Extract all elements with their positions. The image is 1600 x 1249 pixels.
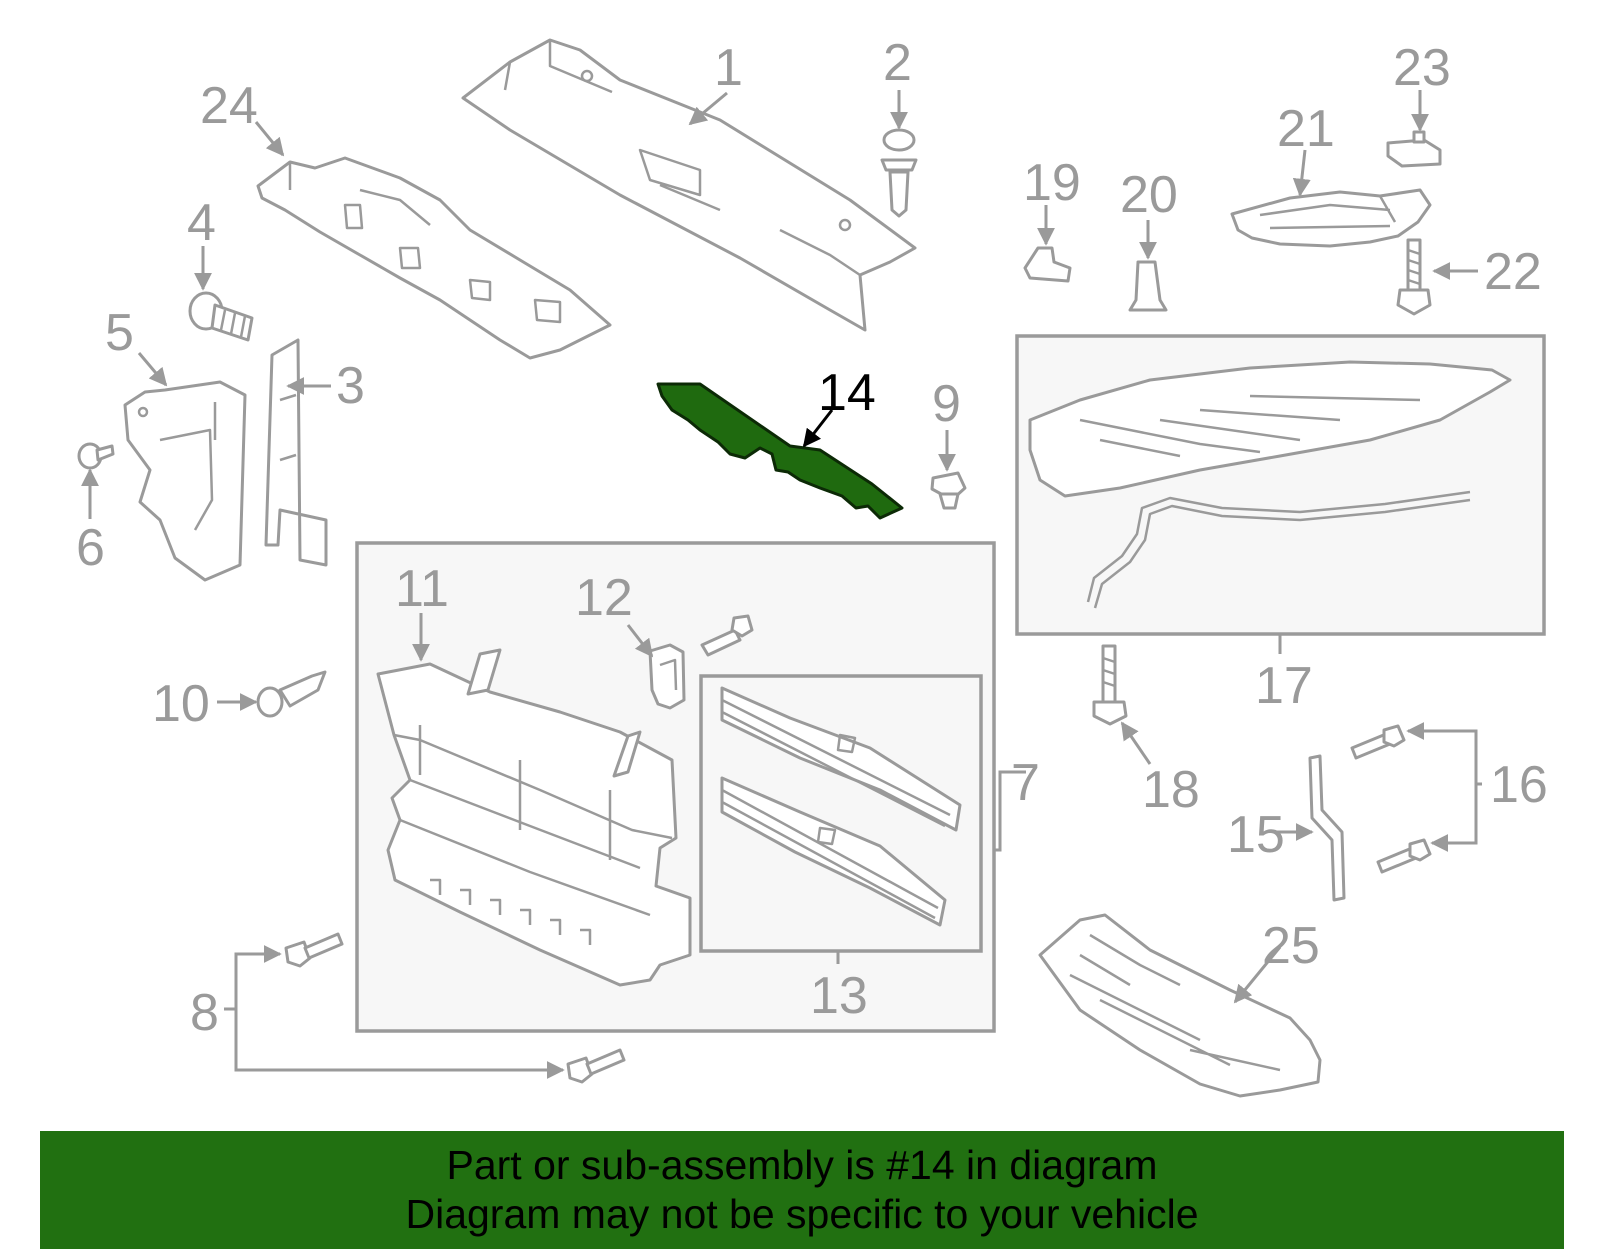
callout-5: 5 [105, 304, 134, 362]
part-13-shutter-blades[interactable] [720, 686, 962, 927]
callout-20: 20 [1120, 166, 1178, 224]
banner-line-1: Part or sub-assembly is #14 in diagram [446, 1142, 1158, 1188]
callout-25: 25 [1262, 917, 1320, 975]
part-5-deflector[interactable] [123, 380, 247, 582]
parts-diagram: 1 2 3 4 5 6 7 8 9 10 11 12 13 14 15 16 1… [76, 34, 1548, 1098]
callout-4: 4 [187, 194, 216, 252]
callout-2: 2 [883, 34, 912, 92]
part-16-bolt-upper[interactable] [1350, 724, 1406, 760]
part-19-clip[interactable] [1023, 246, 1072, 283]
callout-3: 3 [336, 357, 365, 415]
callout-13: 13 [810, 967, 868, 1025]
leader-lines [81, 90, 1482, 1079]
part-18-bolt[interactable] [1092, 644, 1128, 726]
info-banner: Part or sub-assembly is #14 in diagram D… [40, 1131, 1564, 1249]
callout-12: 12 [575, 569, 633, 627]
part-23-clip[interactable] [1386, 130, 1442, 168]
callout-16: 16 [1490, 756, 1548, 814]
part-9-nut[interactable] [930, 471, 967, 510]
part-17-undertray[interactable] [1028, 360, 1512, 609]
part-16-bolt-lower[interactable] [1376, 838, 1432, 874]
banner-line-2: Diagram may not be specific to your vehi… [405, 1191, 1199, 1237]
part-6-clip[interactable] [77, 442, 115, 470]
part-12-bracket[interactable] [648, 643, 686, 710]
part-1-cover[interactable] [461, 38, 917, 332]
part-11-shutter-frame[interactable] [376, 648, 692, 987]
callout-24: 24 [200, 77, 258, 135]
callout-8: 8 [190, 984, 219, 1042]
part-25-lower-shield[interactable] [1038, 913, 1322, 1098]
part-8-bolt-lower[interactable] [566, 1048, 626, 1084]
callout-14: 14 [818, 364, 876, 422]
callout-23: 23 [1393, 39, 1451, 97]
part-12-bolt[interactable] [700, 614, 754, 657]
callout-7: 7 [1011, 754, 1040, 812]
part-21-shield[interactable] [1230, 188, 1432, 248]
part-14-highlighted[interactable] [656, 382, 904, 520]
part-15-bracket[interactable] [1308, 754, 1346, 902]
part-4-bolt[interactable] [188, 291, 254, 342]
callout-15: 15 [1227, 806, 1285, 864]
callout-9: 9 [932, 375, 961, 433]
part-2-push-pin[interactable] [880, 128, 918, 218]
callout-21: 21 [1277, 100, 1335, 158]
callout-6: 6 [76, 519, 105, 577]
callout-22: 22 [1484, 243, 1542, 301]
part-22-bolt[interactable] [1396, 238, 1432, 316]
callout-19: 19 [1023, 154, 1081, 212]
part-8-bolt-upper[interactable] [284, 932, 344, 968]
callout-17: 17 [1255, 657, 1313, 715]
callout-10: 10 [152, 675, 210, 733]
callout-labels: 1 2 3 4 5 6 7 8 9 10 11 12 13 14 15 16 1… [76, 34, 1548, 1042]
callout-18: 18 [1142, 761, 1200, 819]
callout-1: 1 [714, 39, 743, 97]
part-24-shield[interactable] [256, 156, 612, 360]
part-20-retainer[interactable] [1128, 260, 1168, 312]
callout-11: 11 [395, 560, 449, 618]
part-3-bracket[interactable] [264, 338, 328, 567]
part-10-pin[interactable] [256, 670, 327, 718]
